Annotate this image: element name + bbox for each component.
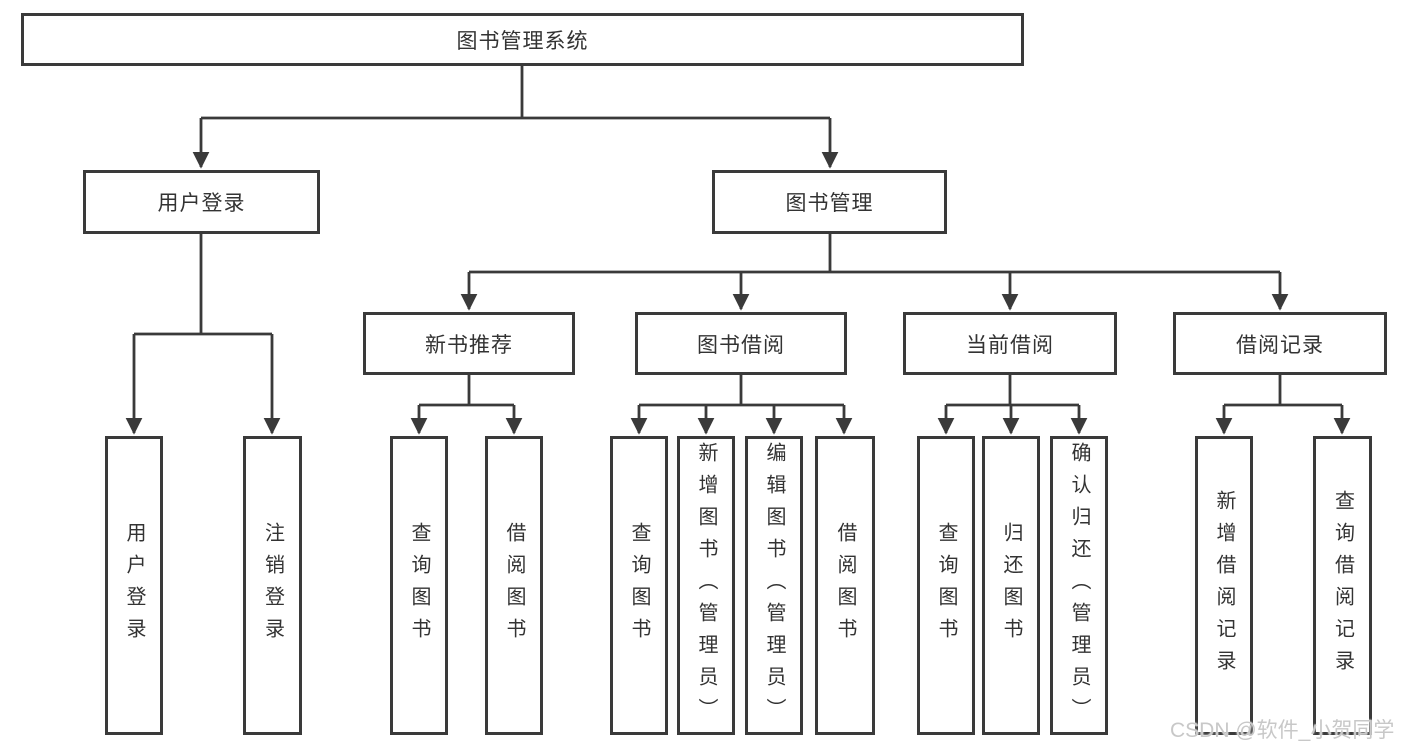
node-label: 查询图书 (628, 521, 650, 650)
node-library-management-system: 图书管理系统 (21, 13, 1024, 66)
node-query-books-borrow: 查询图书 (610, 436, 668, 735)
node-borrow-books: 借阅图书 (815, 436, 875, 735)
node-label: 用户登录 (123, 521, 145, 650)
node-label: 借阅记录 (1236, 333, 1324, 357)
node-label: 查询借阅记录 (1331, 489, 1354, 682)
node-label: 编辑图书（管理员） (763, 441, 785, 730)
node-label: 新书推荐 (425, 333, 513, 357)
node-label: 用户登录 (157, 192, 246, 215)
node-current-borrowing: 当前借阅 (903, 312, 1117, 375)
node-label: 注销登录 (261, 521, 284, 650)
node-user-login-action: 用户登录 (105, 436, 163, 735)
node-add-borrow-record: 新增借阅记录 (1195, 436, 1253, 735)
node-label: 新增借阅记录 (1213, 489, 1235, 682)
node-logout: 注销登录 (243, 436, 302, 735)
node-edit-books-admin: 编辑图书（管理员） (745, 436, 803, 735)
node-confirm-return-admin: 确认归还（管理员） (1050, 436, 1108, 735)
node-user-login: 用户登录 (83, 170, 320, 234)
node-label: 借阅图书 (834, 521, 856, 650)
node-query-borrow-record: 查询借阅记录 (1313, 436, 1372, 735)
node-label: 查询图书 (935, 521, 957, 650)
node-label: 归还图书 (1000, 521, 1022, 650)
node-label: 图书管理系统 (456, 29, 589, 53)
node-book-borrowing: 图书借阅 (635, 312, 847, 375)
node-borrow-books-recommend: 借阅图书 (485, 436, 543, 735)
node-return-books: 归还图书 (982, 436, 1040, 735)
node-book-management: 图书管理 (712, 170, 947, 234)
node-new-book-recommendation: 新书推荐 (363, 312, 575, 375)
node-label: 确认归还（管理员） (1068, 441, 1090, 730)
node-borrowing-records: 借阅记录 (1173, 312, 1387, 375)
node-label: 查询图书 (408, 521, 430, 650)
node-label: 图书管理 (785, 192, 874, 215)
node-label: 新增图书（管理员） (695, 441, 717, 730)
node-label: 借阅图书 (503, 521, 525, 650)
node-query-books-current: 查询图书 (917, 436, 975, 735)
node-query-books-recommend: 查询图书 (390, 436, 448, 735)
node-add-books-admin: 新增图书（管理员） (677, 436, 735, 735)
node-label: 图书借阅 (697, 333, 785, 357)
node-label: 当前借阅 (966, 333, 1054, 357)
watermark: CSDN @软件_小贺同学 (1170, 719, 1395, 742)
